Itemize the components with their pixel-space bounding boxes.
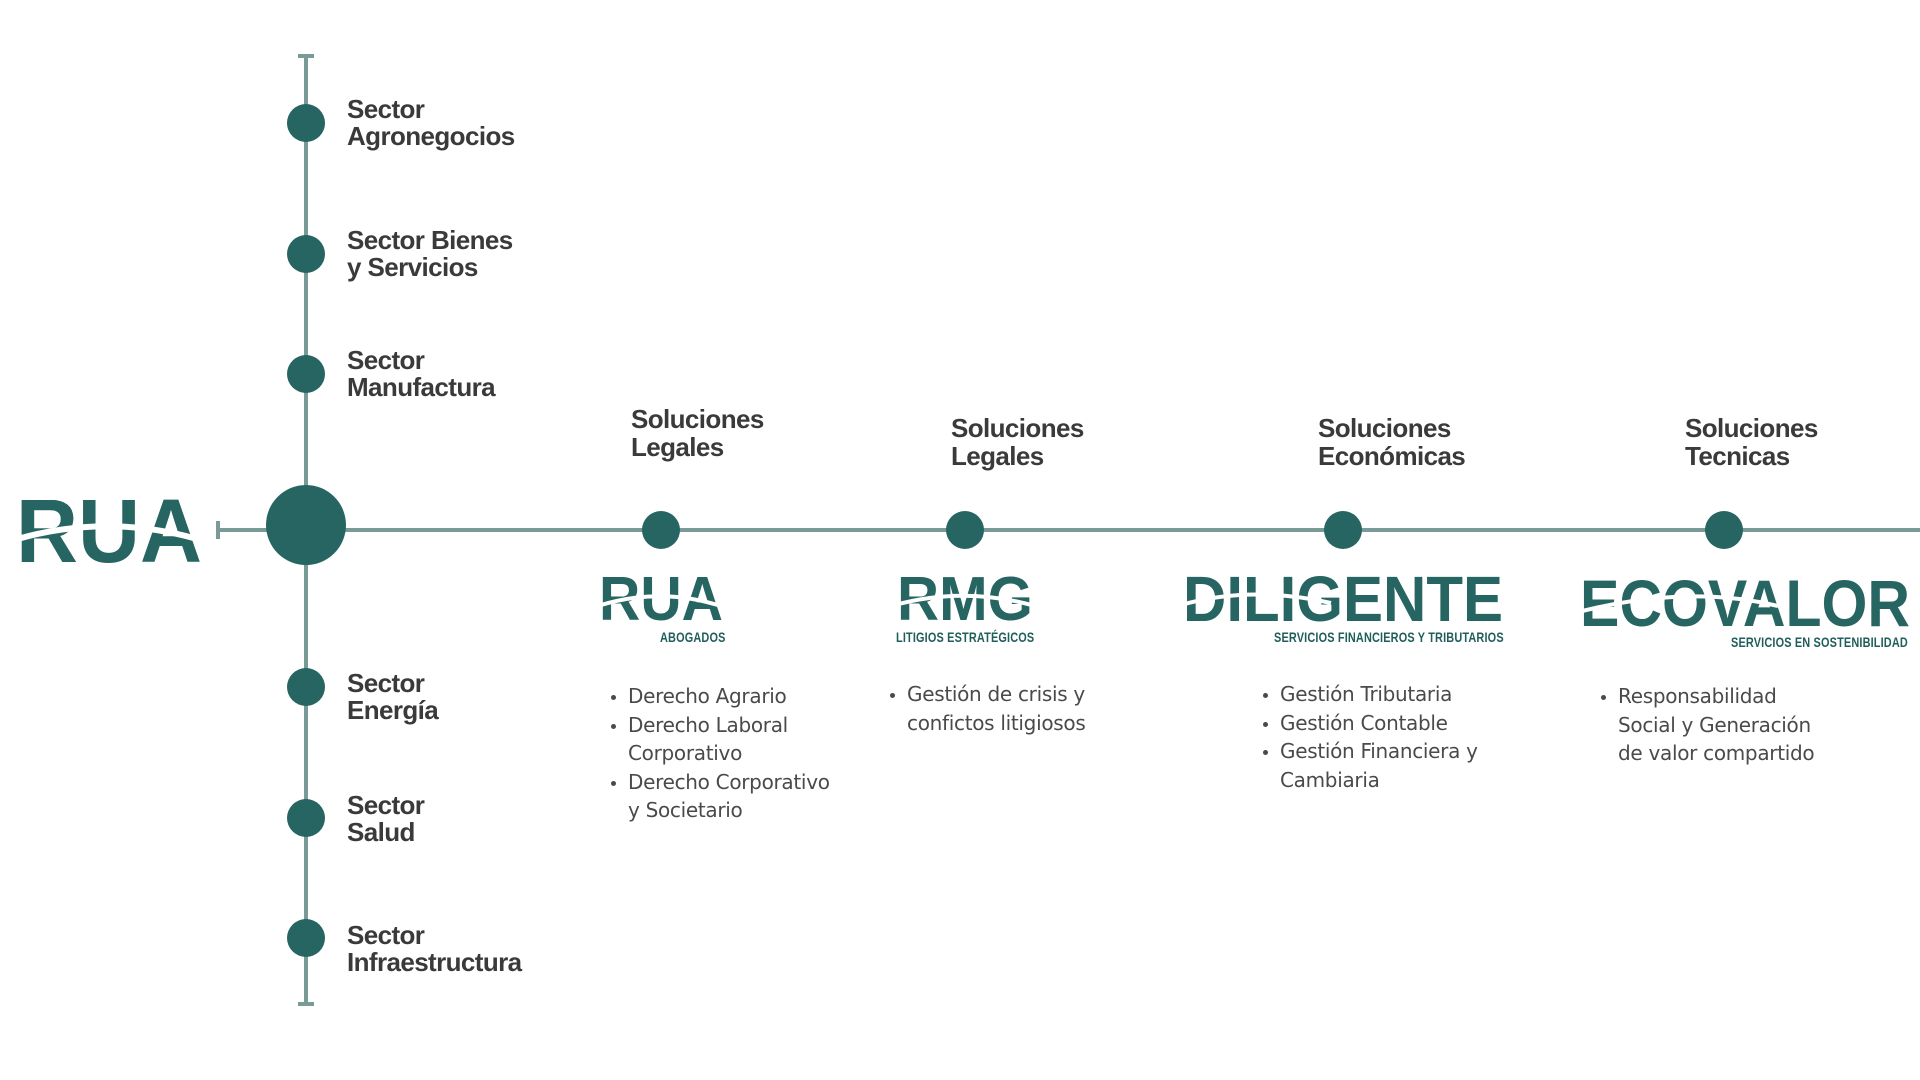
central-node (266, 485, 346, 565)
list-item: Gestión Contable (1280, 709, 1478, 738)
solution-node-legales-1 (642, 511, 680, 549)
diligente-subtitle: SERVICIOS FINANCIEROS Y TRIBUTARIOS (1274, 629, 1504, 645)
diligente-logo-text: DILIGENTE (1183, 573, 1503, 625)
diligente-logo: DILIGENTE (1181, 573, 1503, 625)
main-logo: RUA RUA (14, 494, 204, 566)
solution-node-tecnicas (1705, 511, 1743, 549)
sector-node-bienes-servicios (287, 235, 325, 273)
ecovalor-logo: ECOVALOR (1578, 576, 1910, 632)
solution-node-economicas (1324, 511, 1362, 549)
sector-node-energia (287, 668, 325, 706)
ecovalor-subtitle: SERVICIOS EN SOSTENIBILIDAD (1731, 634, 1908, 650)
sector-node-agronegocios (287, 104, 325, 142)
bullet-list-economicas: Gestión Tributaria Gestión Contable Gest… (1253, 680, 1478, 794)
ecovalor-logo-text: ECOVALOR (1580, 576, 1910, 632)
sector-node-manufactura (287, 355, 325, 393)
rmg-subtitle: LITIGIOS ESTRATÉGICOS (896, 629, 1035, 645)
rua-abogados-subtitle: ABOGADOS (660, 629, 726, 645)
list-item: Derecho Agrario (628, 682, 830, 711)
sector-node-infraestructura (287, 919, 325, 957)
list-item: Gestión Tributaria (1280, 680, 1478, 709)
rmg-logo: RMG (895, 574, 1035, 624)
sector-node-salud (287, 799, 325, 837)
rua-abogados-logo: RUA (598, 574, 724, 624)
bullet-list-legales-1: Derecho Agrario Derecho LaboralCorporati… (601, 682, 830, 825)
solution-node-legales-2 (946, 511, 984, 549)
